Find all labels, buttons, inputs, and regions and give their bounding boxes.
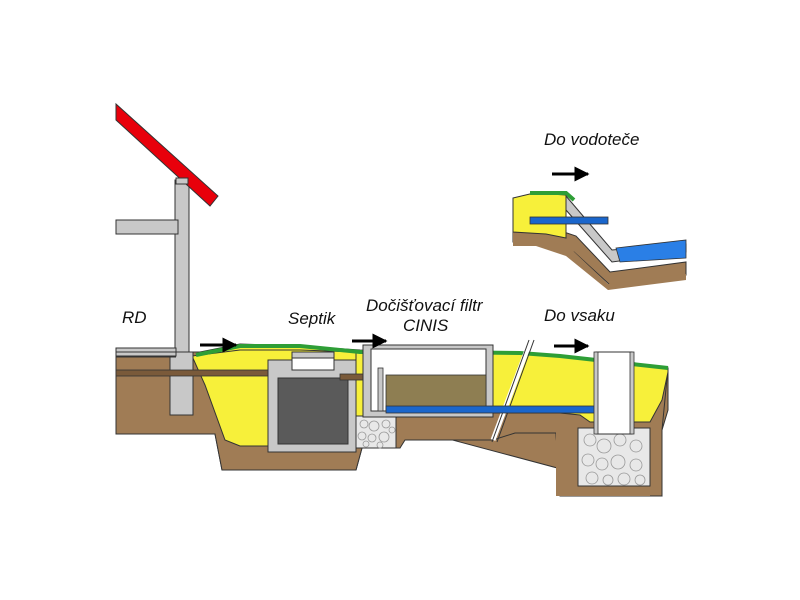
label-to-watercourse: Do vodoteče (544, 130, 640, 149)
inset-sand (512, 192, 567, 239)
filter-sludge (385, 374, 487, 412)
label-septic: Septik (288, 309, 336, 328)
label-house: RD (122, 308, 147, 327)
soakaway-gravel (577, 427, 651, 487)
inset-blue-pipe (529, 216, 609, 225)
inset-soil-body (513, 232, 686, 290)
house-foundation (169, 351, 194, 416)
inset-grass (530, 191, 576, 202)
septic-tank-inner (277, 377, 349, 445)
house-wall (174, 179, 190, 353)
roof-beam (175, 177, 189, 185)
section-break-1-edge (491, 339, 530, 443)
septic-tank-lid (291, 351, 335, 359)
house-roof (115, 102, 219, 207)
section-break-1-edge2 (496, 339, 535, 443)
filter-inner-wall (377, 367, 384, 412)
sewer-pipe (115, 369, 281, 377)
soakaway-well-wall-l (593, 351, 599, 435)
label-filter-line2: CINIS (403, 316, 449, 335)
house-floor-slab (115, 219, 179, 235)
soakaway-well (595, 351, 633, 435)
inset-water (615, 239, 687, 263)
label-to-soakaway: Do vsaku (544, 306, 615, 325)
blue-outlet-pipe (385, 405, 599, 414)
label-filter-line1: Dočišťovací filtr (366, 296, 483, 315)
soakaway-well-wall-r (629, 351, 635, 435)
